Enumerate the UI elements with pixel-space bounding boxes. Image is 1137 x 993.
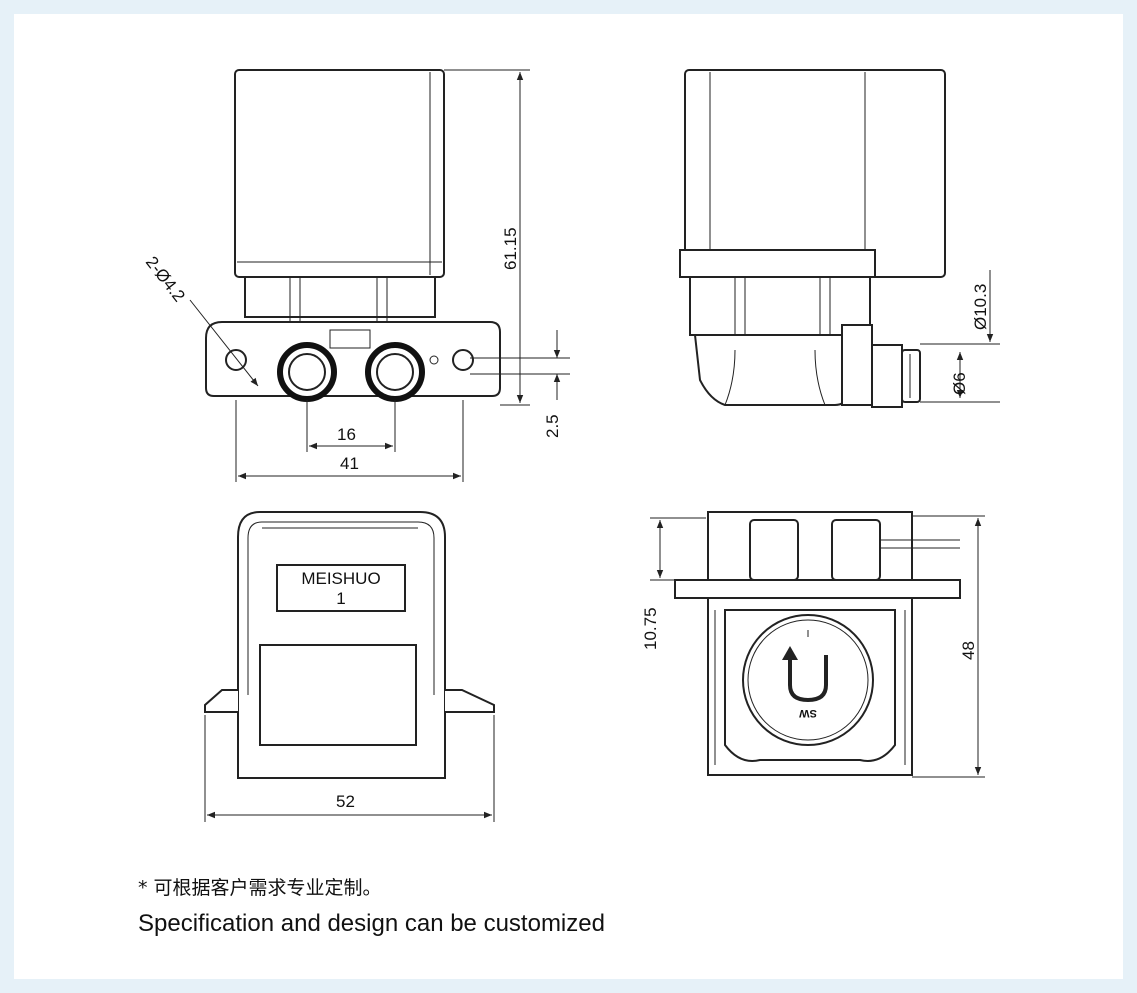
dim-offset: 2.5	[543, 414, 562, 438]
back-view: MEISHUO 1 52	[204, 511, 495, 822]
nameplate-model: 1	[336, 589, 345, 608]
front-mounting-flange	[205, 321, 501, 397]
side-view: Ø10.3 Ø6	[679, 69, 1000, 408]
mounting-hole-right	[452, 349, 474, 371]
dim-back-width: 52	[336, 792, 355, 811]
side-motor-housing	[684, 69, 946, 278]
front-view: 2-Ø4.2 61.15 2.5 16 41	[142, 69, 570, 482]
rotor-view: SW 10.75 48	[641, 511, 985, 778]
notes-block: * 可根据客户需求专业定制。 Specification and design …	[138, 875, 838, 941]
dim-port-spacing: 16	[337, 425, 356, 444]
dim-width: 41	[340, 454, 359, 473]
dim-outer-dia: Ø10.3	[971, 284, 990, 330]
side-outlet-fitting	[841, 324, 873, 406]
back-blank-panel	[259, 644, 417, 746]
back-nameplate	[276, 564, 406, 612]
dim-inner-dia: Ø6	[950, 372, 969, 395]
front-motor-housing	[234, 69, 445, 278]
dim-rotor-height: 48	[959, 641, 978, 660]
note-english: Specification and design can be customiz…	[138, 910, 605, 937]
port-right	[365, 342, 425, 402]
nameplate-brand: MEISHUO	[301, 569, 380, 588]
side-tube-nozzle	[901, 349, 921, 403]
rotor-connector-right	[831, 519, 881, 581]
dim-height: 61.15	[501, 227, 520, 270]
rotor-flange	[674, 579, 961, 599]
port-left	[277, 342, 337, 402]
side-pump-head	[693, 334, 851, 406]
rotor-mark: SW	[799, 707, 817, 719]
rotation-arrow-icon	[788, 655, 828, 703]
dim-hole-spec: 2-Ø4.2	[142, 253, 189, 306]
mounting-hole-left	[225, 349, 247, 371]
rotor-disc	[742, 614, 874, 746]
rotor-connector-left	[749, 519, 799, 581]
dim-depth: 10.75	[641, 607, 660, 650]
note-chinese: * 可根据客户需求专业定制。	[138, 877, 382, 899]
